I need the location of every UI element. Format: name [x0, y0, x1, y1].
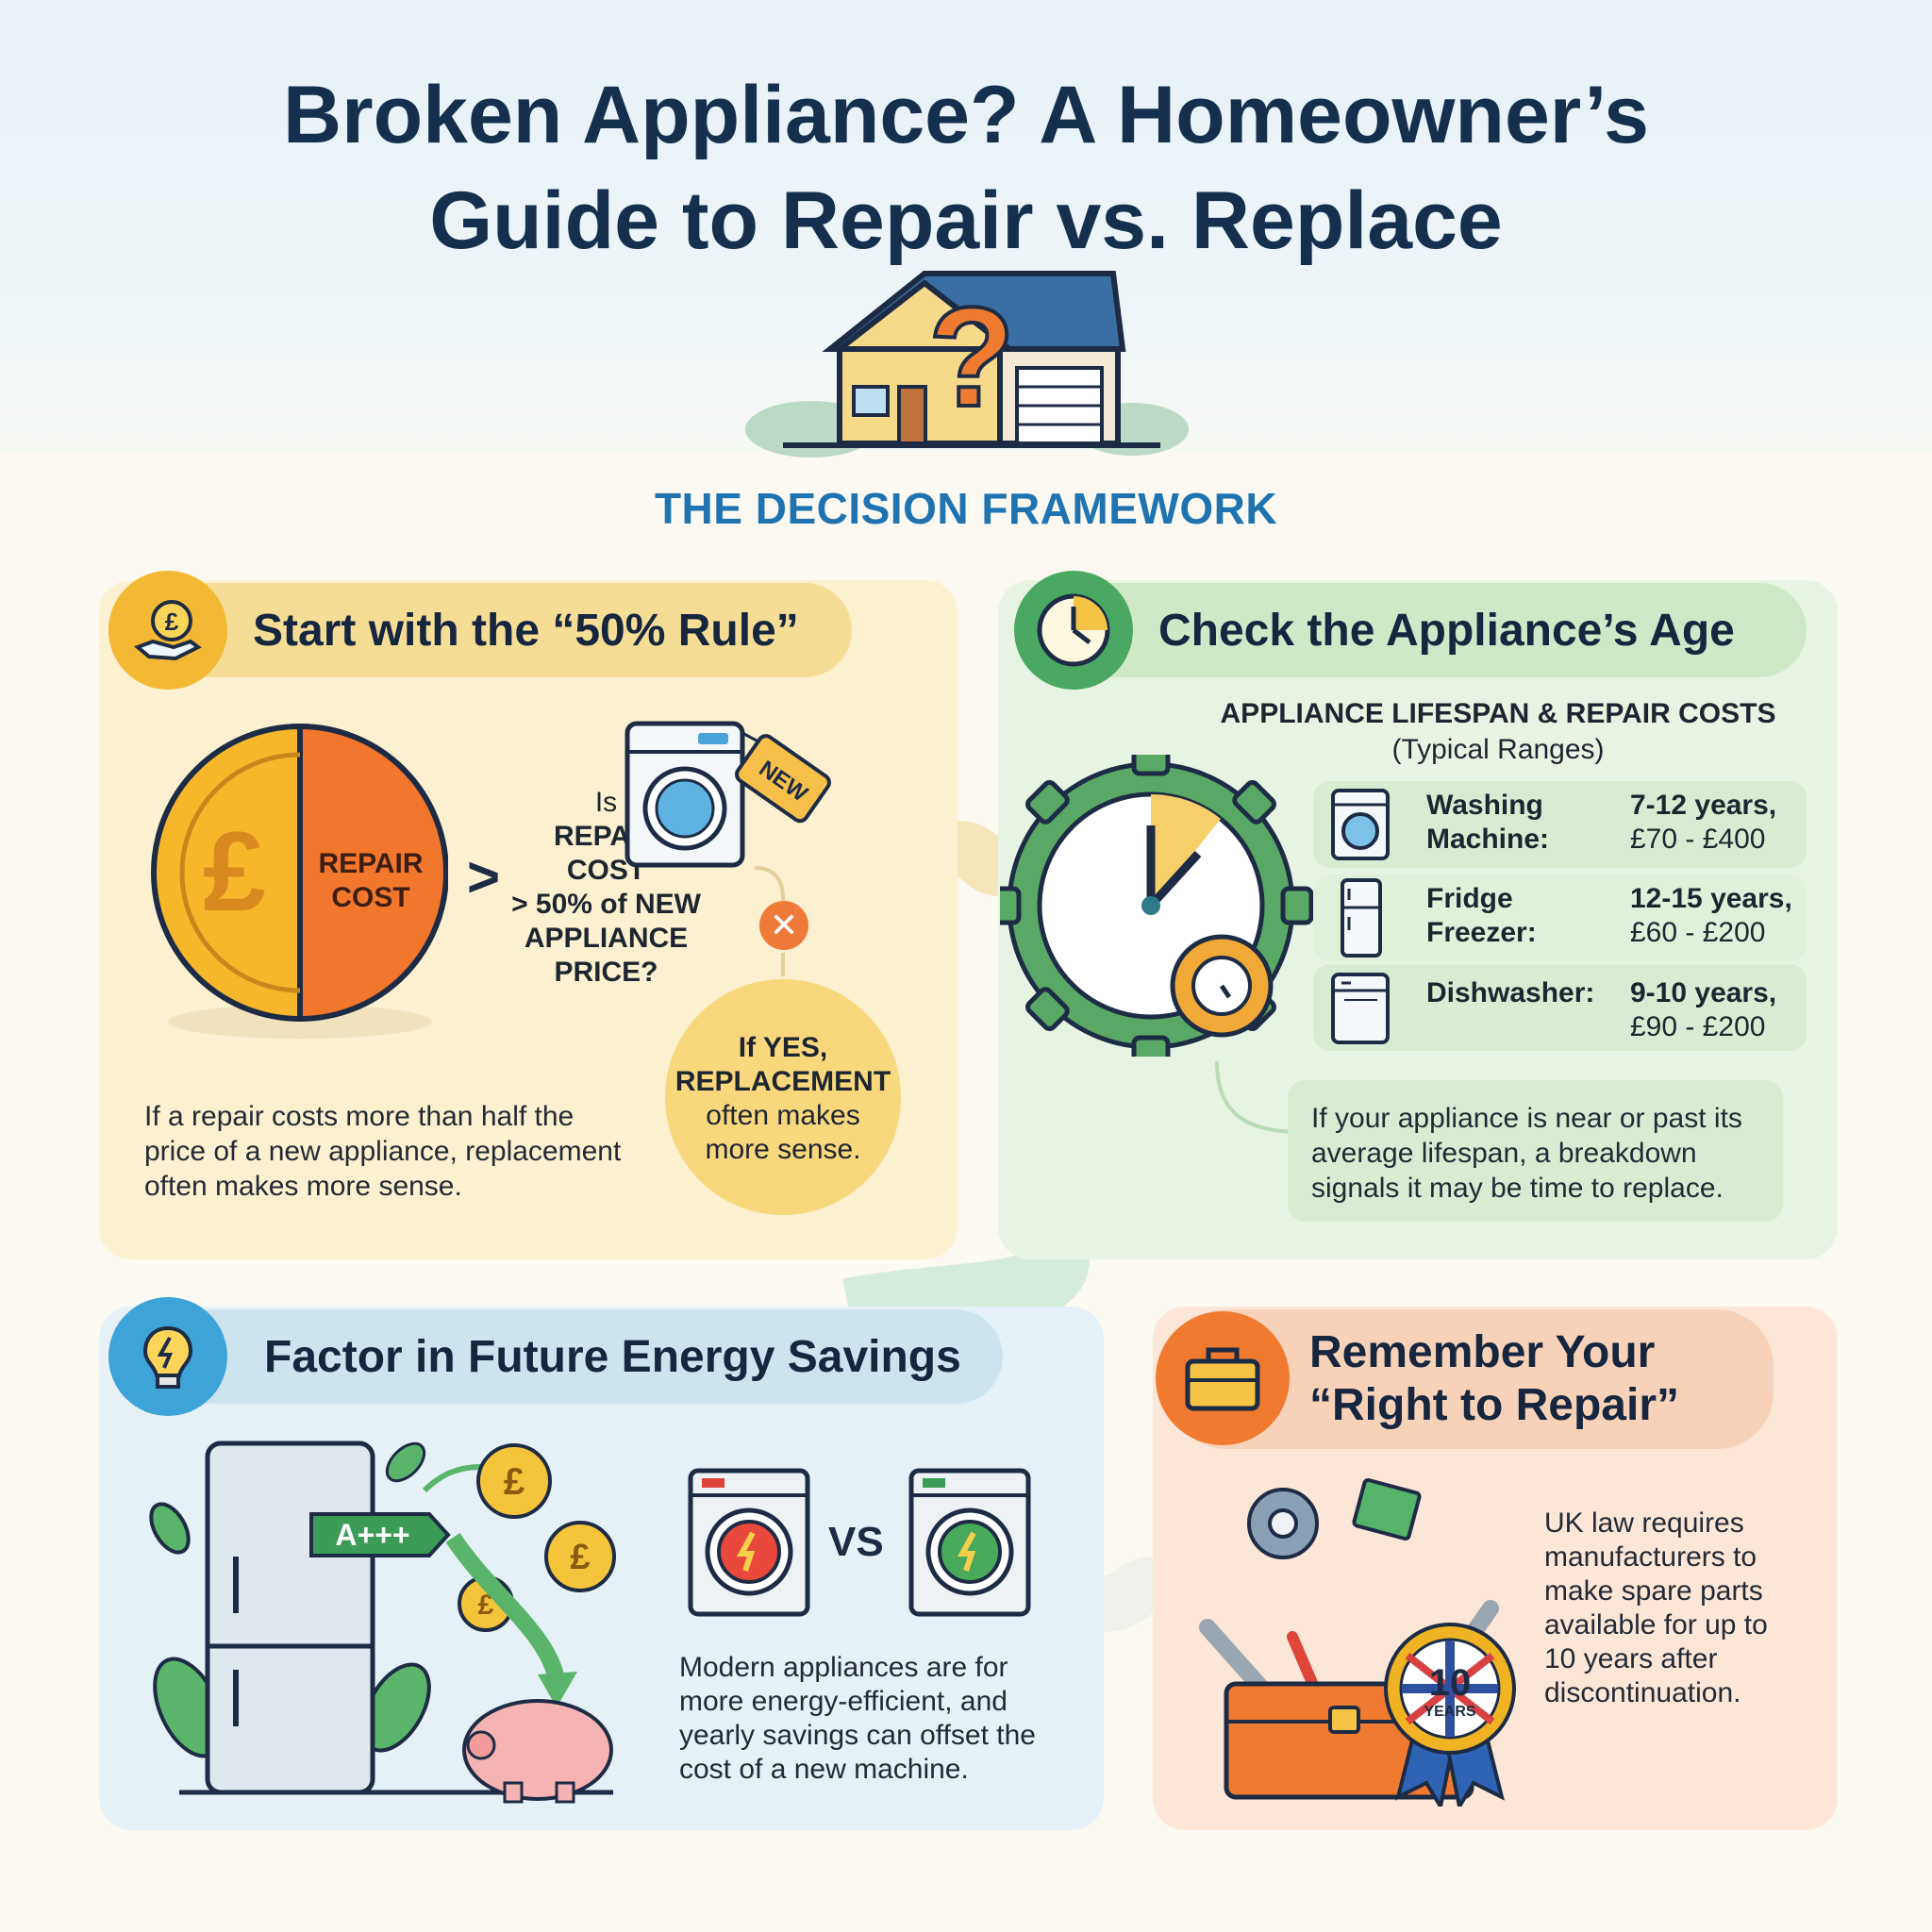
window	[852, 385, 890, 417]
energy-label-tag	[309, 1512, 451, 1557]
age-heading: Check the Appliance’s Age	[1158, 605, 1735, 656]
energy-rating: A+++	[335, 1518, 409, 1552]
gear-clock-illustration	[1000, 755, 1314, 1057]
energy-heading-pill: Factor in Future Energy Savings	[121, 1309, 1003, 1404]
lightbulb-icon	[108, 1297, 227, 1416]
right-to-repair-description: UK law requires manufacturers to make sp…	[1544, 1507, 1768, 1708]
badge-unit: YEARS	[1424, 1704, 1475, 1720]
row-1-name: Washing Machine:	[1426, 790, 1550, 855]
lifespan-row-bg	[1313, 874, 1807, 961]
badge-number: 10	[1429, 1662, 1472, 1704]
svg-text:£: £	[165, 608, 179, 636]
versus-label: VS	[828, 1519, 884, 1565]
new-washing-machine-illustration: NEW	[625, 721, 831, 868]
dishwasher-icon	[1331, 973, 1390, 1044]
lifespan-row-bg	[1313, 781, 1807, 868]
fridge-body	[205, 1441, 375, 1795]
title-line-2: Guide to Repair vs. Replace	[429, 175, 1503, 266]
framework-heading: THE DECISION FRAMEWORK	[654, 484, 1278, 533]
age-note-box	[1288, 1080, 1783, 1222]
fridge-savings-illustration: A+++ £ £ £	[149, 1441, 616, 1804]
energy-description: Modern appliances are for more energy-ef…	[679, 1652, 1036, 1785]
note-connector	[1215, 1060, 1303, 1134]
toolbox-icon	[1156, 1311, 1290, 1445]
energy-heading: Factor in Future Energy Savings	[264, 1331, 961, 1382]
row-3-name: Dishwasher:	[1426, 977, 1595, 1008]
circuit-board-icon	[1352, 1477, 1422, 1541]
question-mark-icon: ?	[928, 277, 1015, 436]
coin-hand-icon: £	[108, 571, 227, 690]
row-2-name: Fridge Freezer:	[1426, 883, 1537, 948]
fridge-icon	[1341, 878, 1382, 958]
age-note-text: If your appliance is near or past its av…	[1311, 1103, 1742, 1204]
coin-label: REPAIR COST	[318, 848, 424, 913]
greater-than-symbol: >	[467, 845, 501, 908]
lifespan-row-bg	[1313, 964, 1807, 1051]
cross-icon: ✕	[759, 901, 808, 950]
piggy-bank-icon	[462, 1699, 613, 1801]
row-2-value: 12-15 years, £60 - £200	[1630, 883, 1792, 948]
repair-heading: Remember Your “Right to Repair”	[1309, 1327, 1679, 1430]
gear-icon	[1247, 1488, 1319, 1559]
new-washing-machine-icon	[908, 1468, 1031, 1617]
svg-text:£: £	[570, 1538, 590, 1577]
ten-year-badge: 10 YEARS	[1384, 1623, 1516, 1807]
pound-symbol: £	[203, 808, 266, 935]
title-line-1: Broken Appliance? A Homeowner’s	[283, 70, 1649, 160]
rule-50-description: If a repair costs more than half the pri…	[144, 1101, 622, 1202]
clock-icon	[1014, 571, 1133, 690]
lifespan-table-title: APPLIANCE LIFESPAN & REPAIR COSTS	[1220, 698, 1776, 729]
yes-replacement-bubble	[665, 979, 901, 1215]
row-1-value: 7-12 years, £70 - £400	[1630, 790, 1777, 855]
yes-replacement-text: If YES, REPLACEMENT often makes more sen…	[675, 1032, 891, 1165]
connector-curve	[754, 866, 785, 976]
washing-machine-icon	[1331, 789, 1390, 860]
age-heading-pill: Check the Appliance’s Age	[1024, 583, 1807, 677]
repair-cost-coin	[151, 723, 448, 1039]
rule-50-heading: Start with the “50% Rule”	[253, 605, 799, 656]
svg-text:£: £	[504, 1461, 525, 1503]
lifespan-table-subtitle: (Typical Ranges)	[1391, 734, 1605, 765]
old-washing-machine-icon	[688, 1468, 810, 1617]
house-question-illustration: ?	[745, 271, 1189, 458]
coin-icon	[476, 1443, 552, 1519]
svg-text:£: £	[478, 1590, 494, 1621]
rule-50-question: Is REPAIR COST > 50% of NEW APPLIANCE PR…	[511, 787, 701, 988]
rule-50-heading-pill: Start with the “50% Rule”	[121, 583, 852, 677]
row-3-value: 9-10 years, £90 - £200	[1630, 977, 1777, 1042]
page-title: Broken Appliance? A Homeowner’s Guide to…	[0, 62, 1932, 274]
coin-icon	[544, 1521, 616, 1592]
